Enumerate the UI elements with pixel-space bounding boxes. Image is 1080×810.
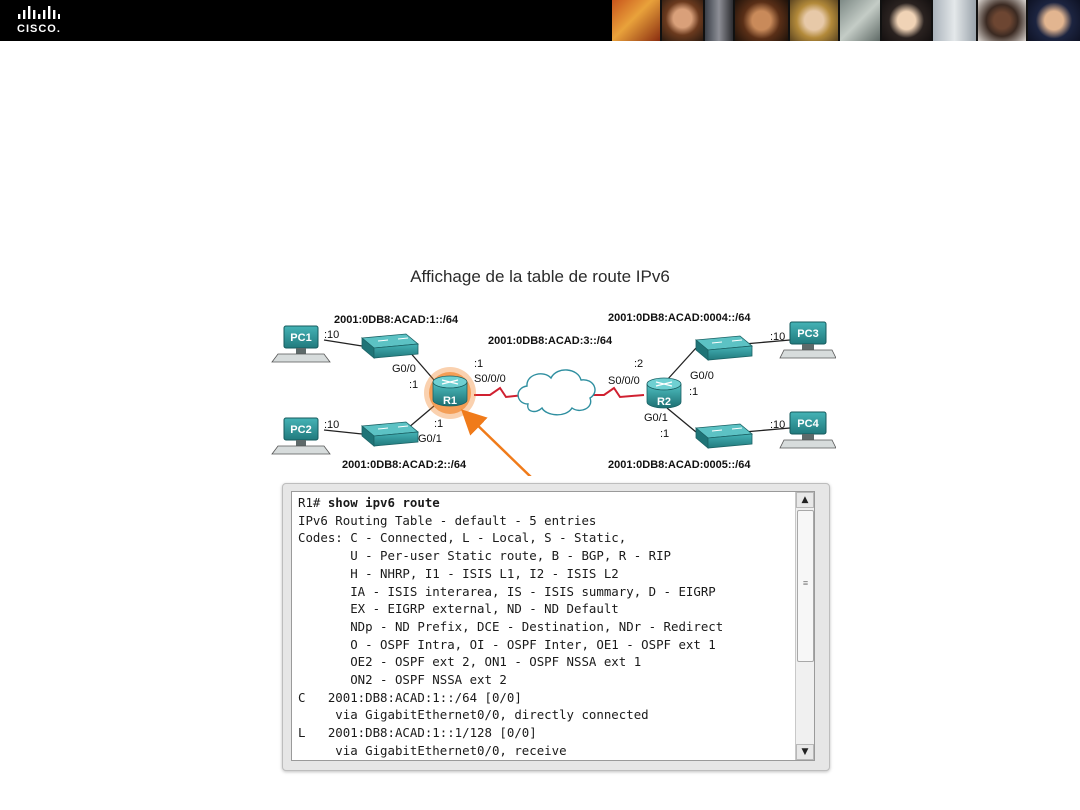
cisco-bars-icon: [18, 6, 60, 19]
link-pc2-switch: [323, 429, 363, 435]
r2-g01-host-label: :1: [660, 428, 669, 440]
pointer-arrow: [461, 409, 532, 476]
scroll-up-icon[interactable]: ▲: [796, 492, 814, 508]
link-switch-r1-g00: [407, 349, 435, 381]
wan-cloud-icon: [517, 369, 596, 416]
terminal-window: R1# show ipv6 route IPv6 Routing Table -…: [282, 483, 830, 771]
header-bar: CISCO.: [0, 0, 1080, 41]
console-line: U - Per-user Static route, B - BGP, R - …: [298, 548, 671, 564]
r1-label: R1: [443, 395, 457, 407]
console-text: R1# show ipv6 route IPv6 Routing Table -…: [298, 494, 723, 760]
pc3-label: PC3: [797, 328, 818, 340]
scroll-grip-icon: ≡: [802, 578, 809, 588]
console-line: OE2 - OSPF ext 2, ON1 - OSPF NSSA ext 1: [298, 654, 642, 670]
pc4-computer-icon: PC4: [779, 411, 836, 449]
vertical-scrollbar[interactable]: ▲ ≡ ▼: [795, 492, 814, 760]
diagram-title: Affichage de la table de route IPv6: [410, 267, 670, 286]
network-topology: 2001:0DB8:ACAD:1::/64 2001:0DB8:ACAD:2::…: [271, 312, 836, 476]
console-line: IPv6 Routing Table - default - 5 entries: [298, 512, 597, 528]
r2-s000-host-label: :2: [634, 358, 643, 370]
console-line: C 2001:DB8:ACAD:1::/64 [0/0]: [298, 689, 522, 705]
r1-g01-host-label: :1: [434, 418, 443, 430]
switch-icon: [695, 423, 753, 449]
r2-s000-label: S0/0/0: [608, 375, 640, 387]
link-pc1-switch: [323, 339, 363, 347]
header-photo: [788, 0, 839, 41]
console-output[interactable]: R1# show ipv6 route IPv6 Routing Table -…: [291, 491, 815, 761]
header-photo: [732, 0, 789, 41]
network-label-lan1: 2001:0DB8:ACAD:1::/64: [334, 314, 459, 326]
pc1-host-label: :10: [324, 329, 339, 341]
r2-g01-label: G0/1: [644, 412, 668, 424]
console-line: Codes: C - Connected, L - Local, S - Sta…: [298, 530, 627, 546]
scroll-down-icon[interactable]: ▼: [796, 744, 814, 760]
pc1-label: PC1: [290, 332, 311, 344]
network-label-lan4: 2001:0DB8:ACAD:0004::/64: [608, 312, 751, 324]
r1-g00-host-label: :1: [409, 379, 418, 391]
scroll-thumb[interactable]: ≡: [797, 510, 814, 662]
header-photo: [976, 0, 1027, 41]
wan-link-r2: [588, 386, 645, 399]
link-r2-switch-g01: [666, 407, 697, 433]
cli-command: show ipv6 route: [327, 495, 440, 510]
header-photo: [879, 0, 932, 41]
r2-g00-host-label: :1: [689, 386, 698, 398]
pc2-host-label: :10: [324, 419, 339, 431]
r2-label: R2: [657, 396, 671, 408]
console-line: IA - ISIS interarea, IS - ISIS summary, …: [298, 583, 716, 599]
pc4-label: PC4: [797, 418, 819, 430]
switch-icon: [695, 335, 753, 361]
header-photo: [1026, 0, 1080, 41]
console-line: O - OSPF Intra, OI - OSPF Inter, OE1 - O…: [298, 636, 716, 652]
console-line: via GigabitEthernet0/0, directly connect…: [298, 707, 649, 723]
header-photo-strip: [612, 0, 1080, 41]
network-label-wan: 2001:0DB8:ACAD:3::/64: [488, 335, 613, 347]
header-photo: [703, 0, 733, 41]
cisco-wordmark: CISCO.: [17, 23, 61, 35]
console-line: L 2001:DB8:ACAD:1::1/128 [0/0]: [298, 725, 537, 741]
header-photo: [660, 0, 704, 41]
link-switch-pc4: [743, 427, 791, 433]
header-photo: [838, 0, 880, 41]
header-photo: [612, 0, 661, 41]
r1-s000-label: S0/0/0: [474, 373, 506, 385]
r2-router-icon: R2: [646, 377, 682, 409]
link-switch-pc3: [743, 339, 791, 345]
pc4-host-label: :10: [770, 419, 785, 431]
r1-g00-label: G0/0: [392, 363, 416, 375]
cli-prompt: R1#: [298, 495, 328, 510]
r1-router-icon: R1: [424, 367, 476, 419]
network-label-lan5: 2001:0DB8:ACAD:0005::/64: [608, 459, 751, 471]
pc1-computer-icon: PC1: [271, 325, 331, 363]
switch-icon: [361, 421, 419, 447]
r1-s000-host-label: :1: [474, 358, 483, 370]
r2-g00-label: G0/0: [690, 370, 714, 382]
header-photo: [931, 0, 977, 41]
pc3-computer-icon: PC3: [779, 321, 836, 359]
network-label-lan2: 2001:0DB8:ACAD:2::/64: [342, 459, 467, 471]
pc2-label: PC2: [290, 424, 311, 436]
console-line: H - NHRP, I1 - ISIS L1, I2 - ISIS L2: [298, 565, 619, 581]
pc2-computer-icon: PC2: [271, 417, 331, 455]
pc3-host-label: :10: [770, 331, 785, 343]
wan-link-r1: [474, 386, 525, 399]
console-line: ON2 - OSPF NSSA ext 2: [298, 672, 507, 688]
link-switch-r1-g01: [407, 405, 435, 429]
console-line: EX - EIGRP external, ND - ND Default: [298, 601, 619, 617]
switch-icon: [361, 333, 419, 359]
link-r2-switch-g00: [666, 347, 697, 381]
console-line: via GigabitEthernet0/0, receive: [298, 742, 567, 758]
r1-g01-label: G0/1: [418, 433, 442, 445]
console-line: NDp - ND Prefix, DCE - Destination, NDr …: [298, 618, 724, 634]
cisco-logo: CISCO.: [16, 4, 76, 38]
